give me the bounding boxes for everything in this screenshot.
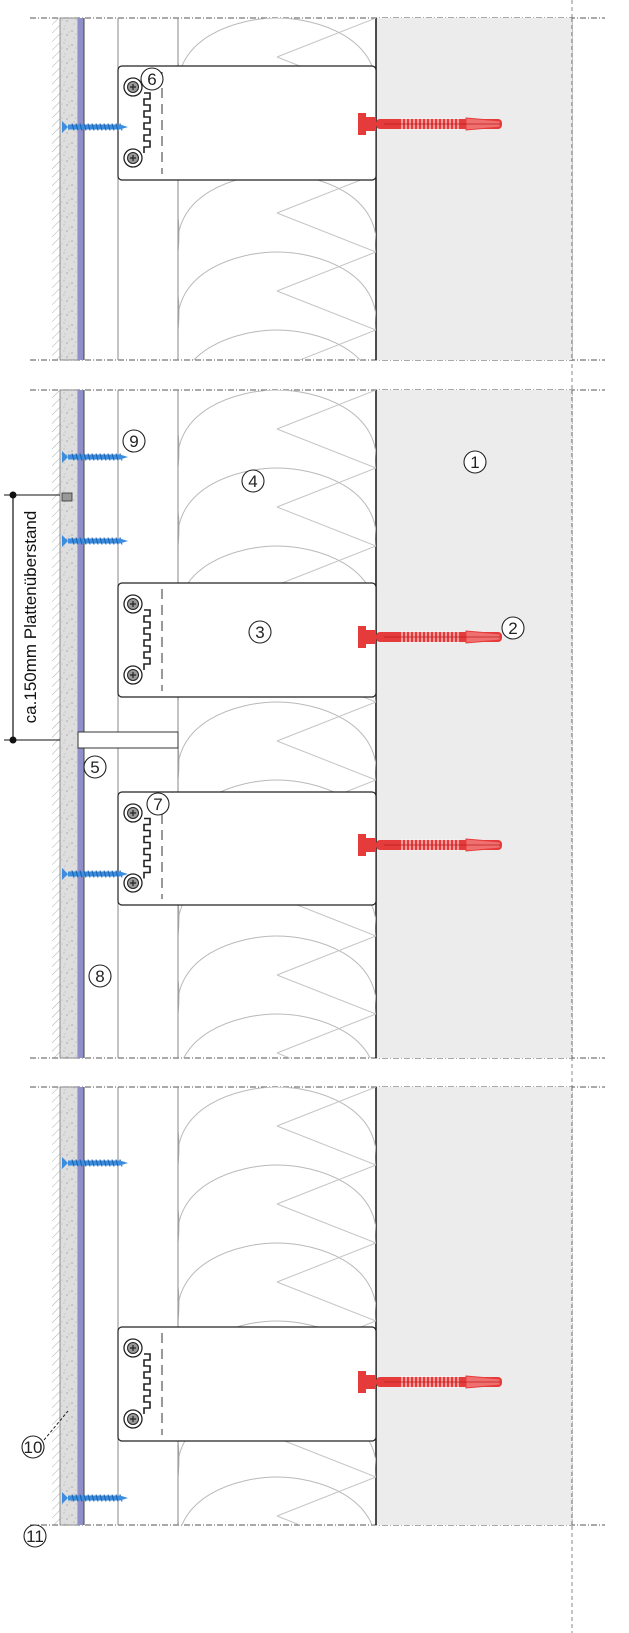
wall-section <box>30 389 605 1059</box>
wall-bracket <box>117 65 377 181</box>
callout-8-label: 8 <box>95 967 104 986</box>
blue-screw-icon <box>62 868 128 880</box>
callout-9: 9 <box>122 429 146 453</box>
blue-screw-icon <box>62 535 128 547</box>
membrane-layer <box>78 1087 84 1525</box>
callout-1-label: 1 <box>470 453 479 472</box>
red-anchor-icon <box>358 834 502 856</box>
bolt-head-icon <box>123 148 143 168</box>
callout-7: 7 <box>146 792 170 816</box>
concrete-wall <box>376 1087 572 1525</box>
callout-6-label: 6 <box>147 70 156 89</box>
insulation <box>178 1087 376 1525</box>
concrete-wall <box>376 390 572 1058</box>
callout-6: 6 <box>140 67 164 91</box>
red-anchor-icon <box>358 113 502 135</box>
callout-layer: 1 2 3 4 5 6 7 8 9 10 11 <box>21 67 525 1548</box>
wall-bracket <box>117 582 377 698</box>
callout-5: 5 <box>83 755 107 779</box>
plaster-layer <box>59 17 79 361</box>
callout-11-label: 11 <box>26 1527 44 1546</box>
membrane-layer <box>78 18 84 360</box>
render-hatch <box>52 18 60 360</box>
red-anchor-icon <box>358 626 502 648</box>
callout-10: 10 <box>21 1435 45 1459</box>
bolt-head-icon <box>123 873 143 893</box>
plaster-layer <box>59 1086 79 1526</box>
callout-10-leader <box>43 1410 69 1441</box>
concrete-wall <box>376 18 572 360</box>
callout-2: 2 <box>501 616 525 640</box>
blue-screw-icon <box>62 1157 128 1169</box>
callout-5-label: 5 <box>90 758 99 777</box>
bolt-head-icon <box>123 594 143 614</box>
plaster-layer <box>59 389 79 1059</box>
red-anchor-icon <box>358 1371 502 1393</box>
callout-4: 4 <box>241 469 265 493</box>
blue-screw-icon <box>62 121 128 133</box>
callout-3: 3 <box>248 620 272 644</box>
board-joint <box>77 731 179 749</box>
callout-1: 1 <box>463 450 487 474</box>
bolt-head-icon <box>123 77 143 97</box>
callout-9-label: 9 <box>129 432 138 451</box>
callout-2-label: 2 <box>508 619 517 638</box>
bolt-head-icon <box>123 1409 143 1429</box>
callout-10-label: 10 <box>24 1438 43 1457</box>
wall-section <box>30 1086 605 1526</box>
bolt-head-icon <box>123 1338 143 1358</box>
render-hatch <box>52 1087 60 1525</box>
callout-7-label: 7 <box>153 795 162 814</box>
overhang-dimension-label: ca.150mm Plattenüberstand <box>21 511 40 724</box>
wall-section <box>30 17 605 361</box>
blue-screw-icon <box>62 1492 128 1504</box>
wall-sections <box>30 0 605 1633</box>
callout-3-label: 3 <box>255 623 264 642</box>
wall-bracket <box>117 1326 377 1442</box>
callout-4-label: 4 <box>248 472 257 491</box>
overhang-dimension: ca.150mm Plattenüberstand <box>4 491 60 744</box>
membrane-layer <box>78 390 84 1058</box>
insulation <box>178 390 376 1058</box>
callout-8: 8 <box>88 964 112 988</box>
bolt-head-icon <box>123 665 143 685</box>
callout-11: 11 <box>23 1524 47 1548</box>
joint-marker <box>61 492 73 502</box>
render-hatch <box>52 390 60 1058</box>
insulation <box>178 1087 180 1525</box>
bolt-head-icon <box>123 803 143 823</box>
blue-screw-icon <box>62 451 128 463</box>
